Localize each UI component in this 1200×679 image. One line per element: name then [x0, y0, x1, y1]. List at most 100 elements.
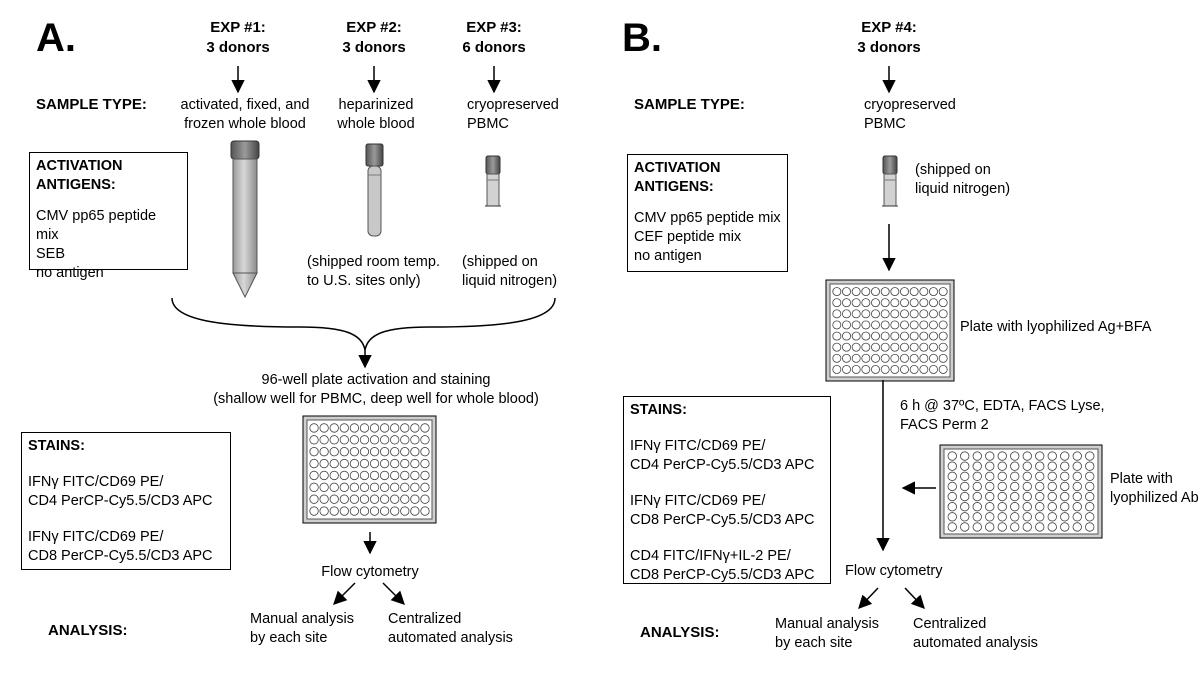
- plate-well: [1022, 491, 1032, 502]
- plate-well: [919, 331, 929, 341]
- stain-line: IFNγ FITC/CD69 PE/: [630, 438, 766, 454]
- plate-well: [339, 458, 349, 469]
- plate-well: [1035, 481, 1045, 492]
- plate-well: [349, 482, 360, 492]
- stain-line: CD4 PerCP-Cy5.5/CD3 APC: [28, 493, 213, 509]
- cryovial-pbmc-b: [882, 155, 898, 207]
- plate-well: [1072, 502, 1082, 512]
- plate-well: [400, 447, 410, 457]
- plate-well: [349, 494, 360, 504]
- stain-line: IFNγ FITC/CD69 PE/: [28, 529, 164, 545]
- plate-well: [929, 353, 938, 363]
- shipping-note-b: (shipped on liquid nitrogen): [915, 161, 1025, 199]
- plate-well: [842, 287, 851, 297]
- plate-caption-a: 96-well plate activation and staining (s…: [186, 371, 566, 409]
- plate-well: [1047, 471, 1057, 481]
- plate-well: [938, 331, 948, 341]
- plate-well: [909, 298, 919, 308]
- plate-well: [390, 423, 400, 433]
- plate-well: [871, 320, 880, 330]
- plate-well: [960, 471, 970, 481]
- plate-well: [880, 287, 890, 297]
- plate-well: [319, 494, 329, 504]
- plate-well: [938, 309, 948, 319]
- plate-well: [379, 423, 390, 433]
- plate-well: [349, 435, 360, 445]
- central-analysis-a-line2: automated analysis: [388, 630, 513, 646]
- plate-well: [960, 451, 970, 461]
- stain-line: CD8 PerCP-Cy5.5/CD3 APC: [630, 567, 815, 583]
- exp2-label: EXP #2: 3 donors: [324, 18, 424, 58]
- plate-well: [997, 502, 1007, 512]
- plate-well: [319, 458, 329, 469]
- plate-well: [938, 298, 948, 308]
- plate-well: [420, 494, 430, 504]
- plate-well: [861, 298, 871, 308]
- plate-well: [938, 287, 948, 297]
- activation-antigens-title-a: ACTIVATION ANTIGENS:: [36, 157, 181, 195]
- sample-type-b-line1: cryopreserved: [864, 97, 956, 113]
- plate-well: [861, 320, 871, 330]
- plate-well: [832, 331, 842, 341]
- plate-well: [1010, 461, 1020, 471]
- plate-well: [960, 522, 970, 532]
- plate-well: [900, 287, 909, 297]
- plate-well: [842, 342, 851, 352]
- plate-well: [379, 458, 390, 469]
- plate-well: [832, 364, 842, 374]
- plate-well: [390, 435, 400, 445]
- plate-well: [379, 447, 390, 457]
- plate-well: [319, 435, 329, 445]
- plate-well: [909, 320, 919, 330]
- stain-line: IFNγ FITC/CD69 PE/: [28, 474, 164, 490]
- plate-well: [861, 342, 871, 352]
- plate-well: [851, 342, 861, 352]
- plate1-caption-b: Plate with lyophilized Ag+BFA: [960, 319, 1152, 335]
- activation-title-line2: ANTIGENS:: [36, 177, 116, 193]
- sample-type-1-line2: frozen whole blood: [184, 116, 306, 132]
- plate-well-area: [943, 448, 1099, 535]
- plate-well: [400, 423, 410, 433]
- plate-well: [947, 481, 957, 492]
- plate-well: [960, 502, 970, 512]
- plate-well: [400, 470, 410, 481]
- plate-well: [1010, 522, 1020, 532]
- plate-well: [379, 494, 390, 504]
- well-plate-b2: [939, 444, 1103, 539]
- plate-well: [1072, 522, 1082, 532]
- sample-type-1: activated, fixed, and frozen whole blood: [180, 96, 310, 134]
- plate-well: [1022, 522, 1032, 532]
- plate-well: [1072, 471, 1082, 481]
- plate-well: [400, 458, 410, 469]
- exp1-title: EXP #1:: [210, 19, 266, 36]
- panel-b-label: B.: [622, 16, 662, 60]
- plate-well: [410, 506, 420, 516]
- plate-well: [329, 423, 339, 433]
- plate-well: [400, 435, 410, 445]
- plate-well: [319, 482, 329, 492]
- plate-well: [1085, 481, 1095, 492]
- plate-well: [329, 494, 339, 504]
- plate-well: [842, 353, 851, 363]
- plate-well: [1022, 481, 1032, 492]
- central-analysis-b-line1: Centralized: [913, 616, 987, 632]
- plate-well: [329, 435, 339, 445]
- plate-well: [369, 494, 380, 504]
- plate-well: [390, 494, 400, 504]
- plate-well: [900, 331, 909, 341]
- plate-well: [410, 447, 420, 457]
- plate-well: [309, 470, 319, 481]
- plate-well: [880, 309, 890, 319]
- plate-well-area: [306, 419, 433, 520]
- plate-well: [960, 461, 970, 471]
- plate-well: [349, 458, 360, 469]
- plate-well: [832, 298, 842, 308]
- exp2-donors: 3 donors: [342, 39, 406, 56]
- plate-well: [1010, 491, 1020, 502]
- plate-well: [1060, 481, 1070, 492]
- plate-well: [909, 353, 919, 363]
- plate-well: [369, 482, 380, 492]
- plate-well-area: [829, 283, 951, 378]
- plate-well: [929, 298, 938, 308]
- plate-caption-a-line2: (shallow well for PBMC, deep well for wh…: [213, 391, 539, 407]
